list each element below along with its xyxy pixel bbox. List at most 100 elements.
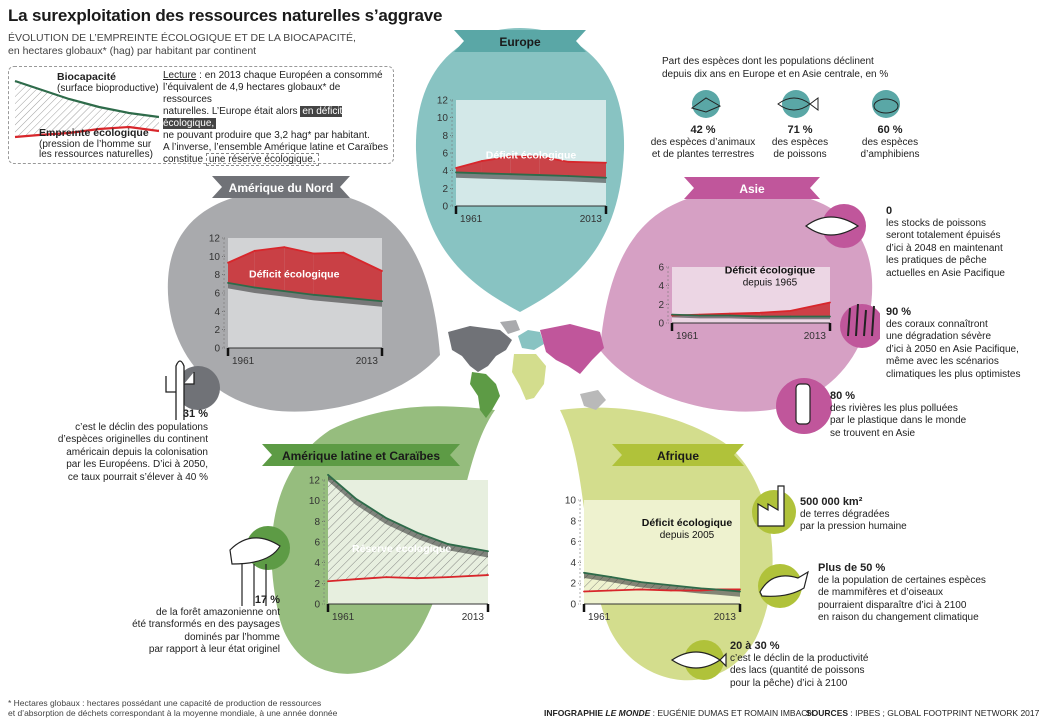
banner-amerique-latine [262,444,460,466]
frog-icon [872,90,900,118]
fact-line: américain depuis la colonisation [66,446,208,458]
y-tick-label: 8 [442,131,448,142]
y-tick-label: 4 [570,558,576,569]
world-map [448,320,606,418]
map-latin-america [470,372,500,418]
fact-line: pour la pêche) d’ici à 2100 [730,677,848,689]
biocapacity-point [312,293,315,296]
europe-species-intro: Part des espèces dont les populations dé… [662,56,888,81]
footprint-point [481,160,483,162]
fact-value: 90 % [886,306,912,318]
fact-value: 500 000 km² [800,496,863,508]
y-tick-label: 6 [214,289,220,300]
tree-trunks [241,564,267,606]
footprint-point [728,312,731,315]
footprint-point [354,578,357,581]
legend-footprint-sub1: (pression de l’homme sur [39,139,152,150]
biocapacity-point [227,282,229,284]
fact-line: des coraux connaîtront [886,318,988,330]
reserve-area [328,474,356,582]
page-title: La surexploitation des ressources nature… [8,6,443,25]
deficit-area [343,252,382,302]
asie-fact-icons [804,204,880,348]
footprint-point [538,155,541,158]
biocapacity-point [487,550,489,553]
legend-footprint-title: Empreinte écologique [39,127,149,139]
fact-line: de mammifères et d’oiseaux [818,587,944,598]
coral-icon-outline [847,303,875,337]
footprint-point [385,576,388,579]
amnord-fact: 31 % c’est le déclin des populations d’e… [40,408,208,484]
x-tick-label: 1961 [676,331,699,342]
credits-paper: LE MONDE [605,708,651,718]
footprint-point [487,574,489,576]
footprint-point [312,252,315,255]
intro-line: depuis dix ans en Europe et en Asie cent… [662,68,889,80]
chart-annotation-sub: depuis 1965 [743,278,798,289]
y-tick-label: 6 [314,538,320,549]
fish-icon [782,90,810,118]
credits-names: : EUGÉNIE DUMAS ET ROMAIN IMBACH [650,708,814,718]
plastic-bottle-icon [776,378,832,434]
banner-amerique-nord-label: Amérique du Nord [229,181,334,195]
asie-fact-3: 80 % des rivières les plus polluées par … [830,390,966,440]
footnote-line: et d’absorption de déchets correspondant… [8,708,338,718]
fact-line: des rivières les plus polluées [830,402,958,414]
species-desc: d’amphibiens [860,149,920,160]
footprint-point [829,301,831,304]
fish-icon-outline [804,216,860,236]
y-tick-label: 2 [214,325,220,336]
x-tick-label: 2013 [714,612,737,623]
legend-footprint-sub2: les ressources naturelles) [39,149,153,160]
biocapacity-band [456,172,606,184]
biocapacity-point [342,296,345,299]
footprint-point [610,589,612,592]
biocapacity-point [481,172,483,175]
legend-biocapacity-title: Biocapacité [57,71,116,83]
footprint-point [227,261,229,264]
y-tick-label: 0 [314,600,320,611]
fact-line: des lacs (quantité de poissons [730,665,865,676]
biocapacity-point [354,497,357,500]
reading-line: ne pouvant produire que 3,2 hag* par hab… [163,130,370,141]
footprint-point [605,161,607,164]
chart-annotation: Déficit écologique [725,265,816,277]
footprint-point [416,577,419,580]
fact-value: 31 % [182,408,208,420]
species-item: 71 % des espèces de poissons [752,124,848,162]
deficit-area [481,156,511,175]
biocapacity-point [610,576,612,578]
footprint-point [789,309,792,312]
y-tick-label: 0 [214,344,220,355]
deficit-area [313,252,344,298]
x-tick-label: 2013 [356,356,379,367]
asie-fact-1: 0 les stocks de poissons seront totaleme… [886,205,1005,280]
fact-line: seront totalement épuisés [886,230,1001,241]
fact-line: par rapport à leur état originel [148,644,280,655]
y-tick-label: 6 [658,263,664,274]
fact-line: par le plastique dans le monde [830,415,967,426]
footprint-point [583,590,585,593]
fact-line: les stocks de poissons [886,217,987,229]
legend-mini-chart [14,79,159,139]
footprint-point [640,588,642,591]
footprint-point [455,167,457,169]
y-tick-label: 10 [309,496,321,507]
biocapacity-point [700,587,702,590]
footprint-point [327,580,329,583]
species-desc: des espèces [861,136,919,148]
amlat-fact: 17 % de la forêt amazonienne ont été tra… [100,594,280,657]
map-greenland [500,320,520,334]
fact-line: par la pression humaine [800,521,907,532]
footprint-line [455,155,607,169]
chart-annotation-sub: depuis 2005 [660,530,715,541]
footprint-point [739,588,741,591]
legend-biocapacity-line [14,79,159,119]
sources-label: SOURCES [806,708,849,718]
species-desc: et de plantes terrestres [651,149,755,160]
x-tick-label: 1961 [232,356,255,367]
footprint-point [509,155,512,158]
